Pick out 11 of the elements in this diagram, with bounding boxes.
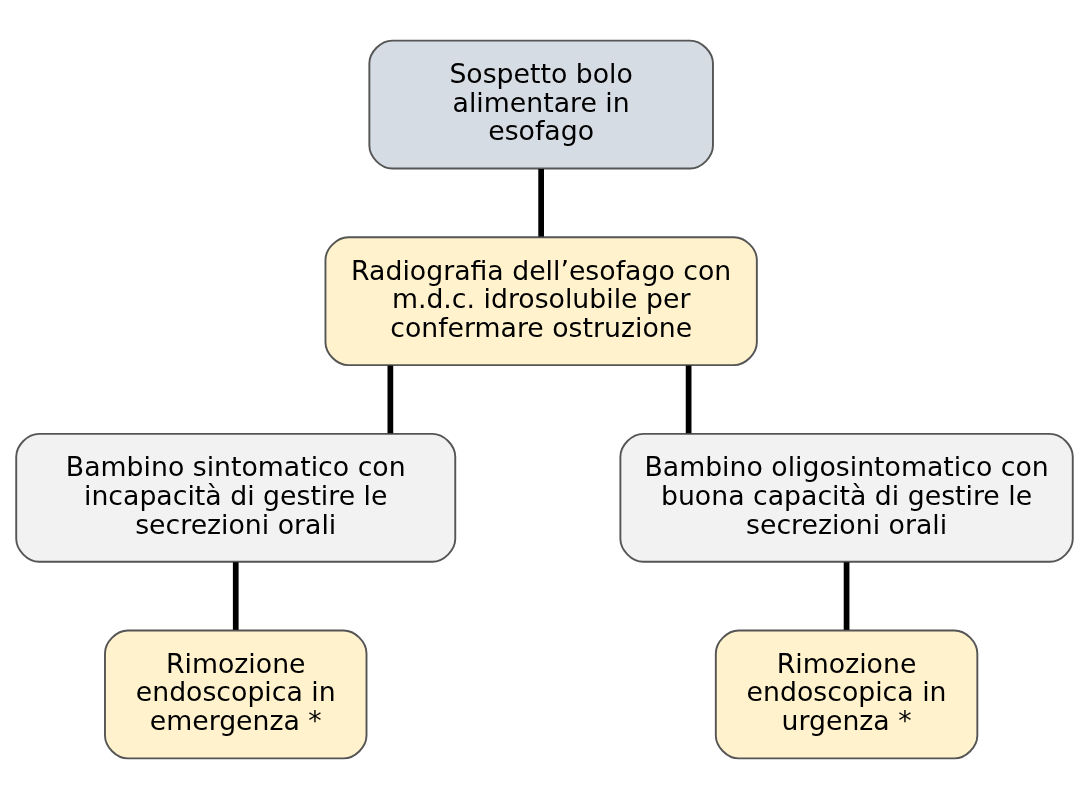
connector <box>843 561 850 630</box>
node-box: Radiografia dell’esofago con m.d.c. idrosolubile per confermare ostruzione <box>324 235 758 366</box>
node-box: Rimozione endoscopica in urgenza * <box>714 629 979 759</box>
node-box: Rimozione endoscopica in emergenza * <box>104 629 368 759</box>
connector <box>232 561 239 630</box>
connector <box>387 365 394 433</box>
connector <box>538 168 545 237</box>
node-box: Sospetto bolo alimentare in esofago <box>368 39 714 169</box>
node-box: Bambino sintomatico con incapacità di gestire le secrezioni orali <box>15 432 457 563</box>
node-box: Bambino oligosintomatico con buona capacità di gestire le secrezioni orali <box>619 432 1074 563</box>
connector <box>685 365 692 433</box>
